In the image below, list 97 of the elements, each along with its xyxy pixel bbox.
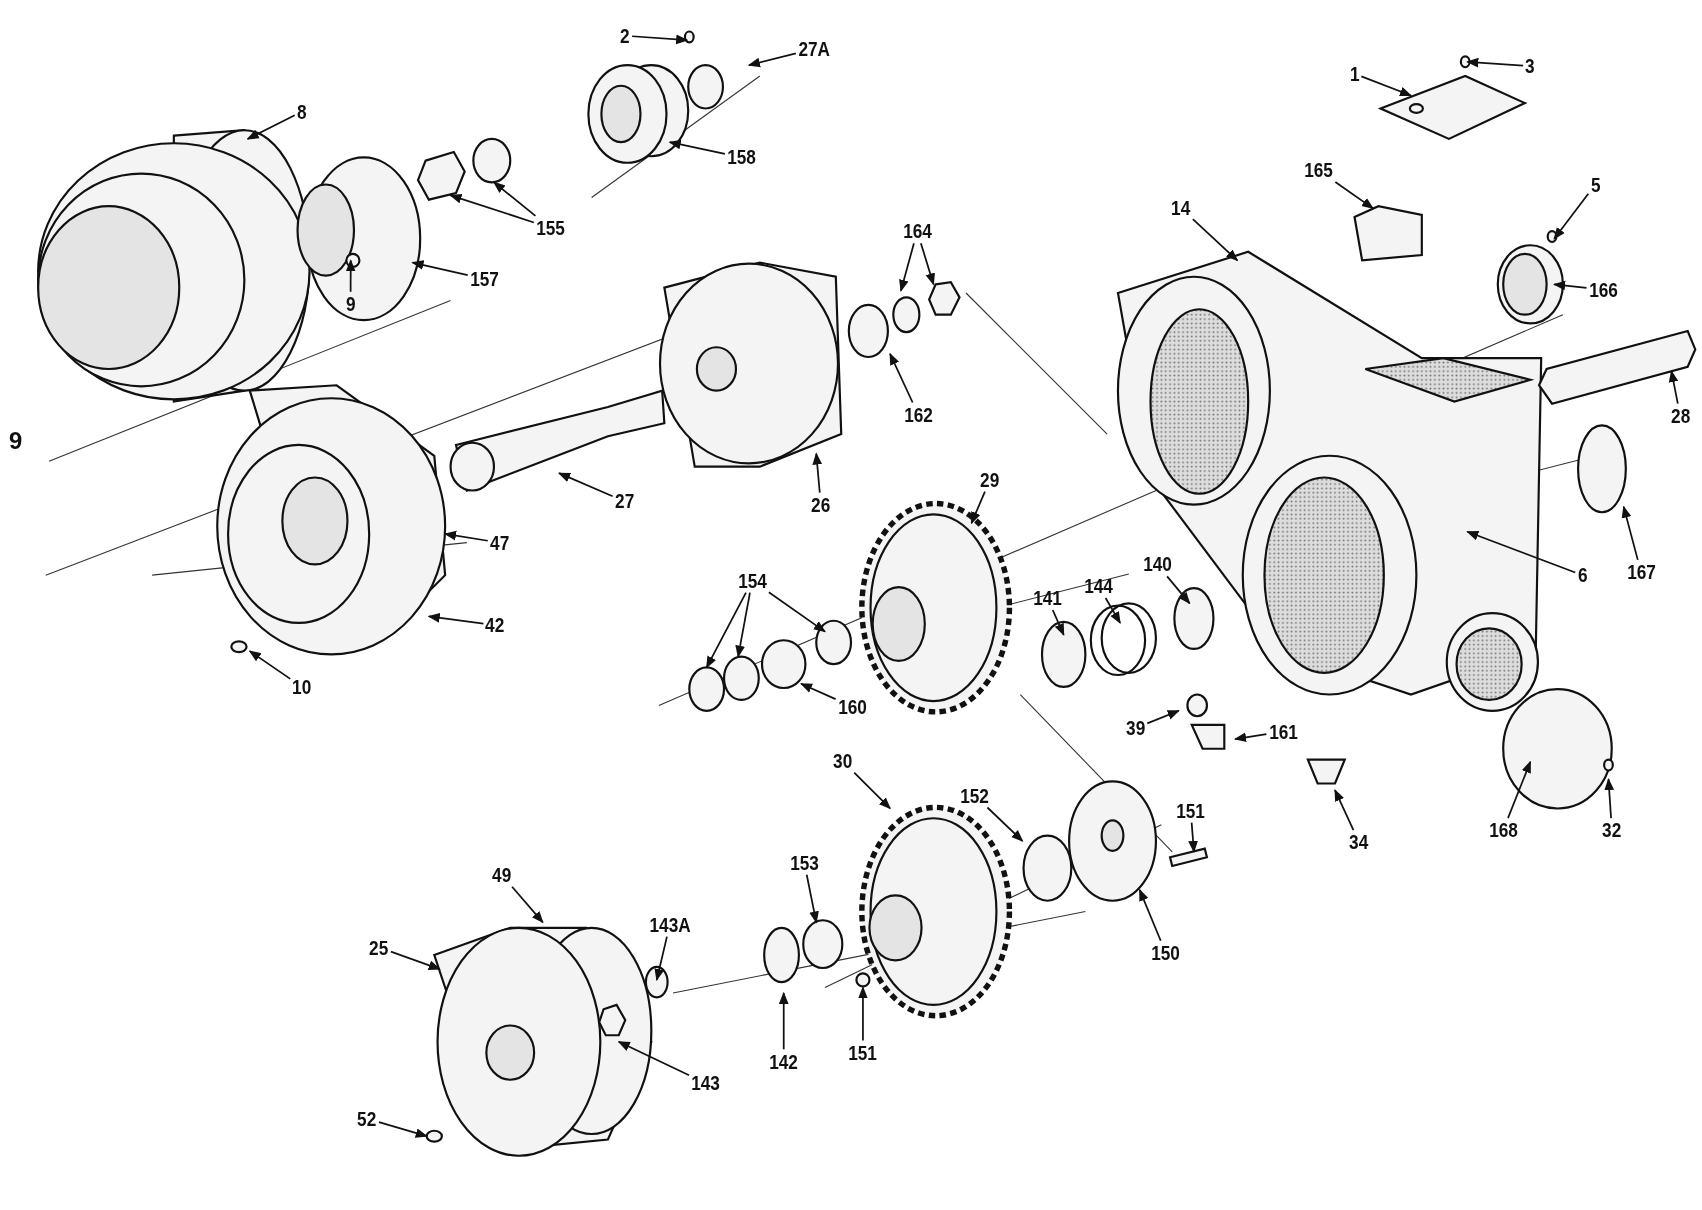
callout-number: 167 xyxy=(1626,561,1656,584)
leader-line xyxy=(1188,821,1198,854)
callout-number: 166 xyxy=(1588,278,1618,301)
leader-line xyxy=(1621,505,1639,561)
leader-line xyxy=(668,139,726,155)
leader-line xyxy=(1138,888,1162,942)
callout-number: 34 xyxy=(1349,831,1369,854)
callout-number: 152 xyxy=(960,784,990,807)
callout-number: 3 xyxy=(1525,55,1536,78)
leader-line xyxy=(378,1121,428,1138)
leader-line xyxy=(411,260,469,276)
leader-line xyxy=(449,194,535,224)
callout-number: 26 xyxy=(811,493,831,516)
leader-line xyxy=(1146,709,1180,725)
leader-line xyxy=(1104,597,1121,624)
page-number: 6 xyxy=(8,425,23,454)
callout-number: 2 xyxy=(620,24,630,47)
leader-line xyxy=(246,114,296,140)
leader-line xyxy=(899,242,915,292)
leader-line xyxy=(248,650,292,680)
leader-line xyxy=(1466,57,1525,68)
leader-line xyxy=(858,986,868,1042)
leader-line xyxy=(443,530,489,542)
leader-line xyxy=(1466,530,1577,574)
leader-line xyxy=(631,34,689,45)
callout-number: 143A xyxy=(649,913,691,936)
leader-line xyxy=(970,490,986,525)
leader-line xyxy=(1553,280,1588,291)
callout-number: 151 xyxy=(1176,799,1206,822)
leader-line xyxy=(1051,609,1065,636)
leader-line xyxy=(747,52,797,68)
callout-number: 5 xyxy=(1590,173,1601,196)
callout-number: 143 xyxy=(691,1072,720,1095)
leader-line xyxy=(889,352,914,404)
callout-number: 14 xyxy=(1171,197,1191,220)
callout-number: 6 xyxy=(1577,564,1588,587)
callout-number: 142 xyxy=(769,1050,799,1073)
callout-number: 153 xyxy=(789,851,819,874)
callout-number: 28 xyxy=(1670,404,1691,427)
leader-line xyxy=(1166,575,1191,605)
callout-number: 162 xyxy=(903,403,933,426)
leader-line xyxy=(1360,75,1413,97)
leader-line xyxy=(812,452,823,494)
callout-number: 157 xyxy=(469,267,499,290)
callout-number: 155 xyxy=(535,216,565,239)
callout-number: 30 xyxy=(832,749,853,772)
callout-number: 32 xyxy=(1602,819,1622,842)
callout-number: 9 xyxy=(345,292,356,315)
callout-number: 151 xyxy=(848,1041,878,1064)
callout-number: 25 xyxy=(369,936,389,959)
callout-number: 42 xyxy=(485,614,505,637)
leader-line xyxy=(427,613,485,625)
callout-number: 47 xyxy=(489,531,510,554)
callout-number: 141 xyxy=(1033,587,1062,610)
leader-line xyxy=(493,181,537,217)
leader-line xyxy=(735,591,751,658)
callout-number: 8 xyxy=(296,100,307,123)
leader-line xyxy=(1334,181,1374,210)
callout-number: 165 xyxy=(1304,159,1334,182)
leader-line xyxy=(1191,218,1239,262)
leader-line xyxy=(345,259,356,293)
leader-line xyxy=(1233,732,1268,743)
callout-number: 160 xyxy=(837,695,867,718)
callout-number: 39 xyxy=(1126,717,1146,740)
leader-line xyxy=(511,885,544,924)
callout-number: 52 xyxy=(357,1108,377,1131)
leader-line xyxy=(654,935,668,982)
callout-number: 144 xyxy=(1084,575,1113,598)
callout-number: 1 xyxy=(1349,62,1360,85)
leader-line xyxy=(805,873,819,924)
leader-line xyxy=(1604,777,1615,819)
leader-line xyxy=(1668,369,1679,405)
callout-number: 140 xyxy=(1142,553,1172,576)
leader-line xyxy=(986,806,1024,842)
callout-number: 168 xyxy=(1489,819,1518,842)
callout-number: 164 xyxy=(902,220,932,243)
leader-line xyxy=(390,950,441,970)
leader-line xyxy=(705,591,747,669)
leader-line xyxy=(1553,192,1590,240)
leader-line xyxy=(778,991,789,1051)
callout-number: 10 xyxy=(292,676,312,699)
leader-line xyxy=(768,591,826,633)
leader-line xyxy=(799,682,837,700)
callout-number: 154 xyxy=(737,569,767,592)
leader-line xyxy=(617,1040,690,1077)
leader-line xyxy=(853,771,891,810)
callout-number: 158 xyxy=(727,146,756,169)
leader-line xyxy=(1334,788,1355,831)
callout-number: 29 xyxy=(980,468,1000,491)
callout-number: 27A xyxy=(798,37,830,60)
callout-number: 49 xyxy=(492,863,512,886)
callout-number: 161 xyxy=(1268,720,1298,743)
leader-line xyxy=(557,472,614,498)
callout-number: 27 xyxy=(614,490,634,513)
leader-line xyxy=(1507,760,1532,819)
callout-number: 150 xyxy=(1151,942,1181,965)
leader-line xyxy=(920,242,935,286)
